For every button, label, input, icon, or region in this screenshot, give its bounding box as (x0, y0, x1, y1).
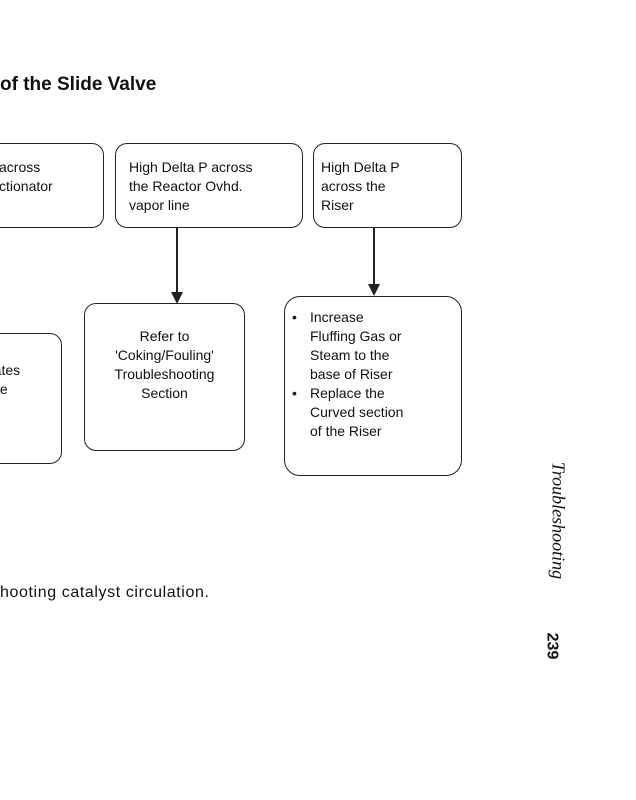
box-text: across the (321, 178, 386, 194)
box-riser-actions: • Increase Fluffing Gas or Steam to the … (284, 296, 462, 476)
box-text: rates (0, 362, 21, 378)
box-text: ide (0, 381, 8, 397)
section-title: of the Slide Valve (0, 74, 157, 95)
box-text: vapor line (129, 197, 190, 213)
figure-caption: hooting catalyst circulation. (0, 584, 210, 601)
box-left-action: rates ide (0, 333, 62, 464)
connector-line (373, 228, 375, 286)
box-text: Increase (310, 309, 364, 325)
box-fractionator-delta-p: across ctionator (0, 143, 104, 228)
box-text: across (0, 159, 41, 175)
box-text: Refer to (139, 328, 190, 344)
box-reactor-ovhd-delta-p: High Delta P across the Reactor Ovhd. va… (115, 143, 303, 228)
box-text: ctionator (0, 178, 53, 194)
arrow-down-icon (171, 292, 183, 304)
box-text: High Delta P across (129, 159, 253, 175)
page-number: 239 (543, 632, 561, 660)
box-text: of the Riser (310, 423, 382, 439)
box-text: High Delta P (321, 159, 400, 175)
connector-line (176, 228, 178, 294)
arrow-down-icon (368, 284, 380, 296)
box-text: 'Coking/Fouling' (115, 347, 214, 363)
box-text: base of Riser (310, 366, 393, 382)
box-text: Fluffing Gas or (310, 328, 402, 344)
box-text: Section (141, 385, 188, 401)
box-riser-delta-p: High Delta P across the Riser (313, 143, 462, 228)
box-text: Curved section (310, 404, 404, 420)
box-text: Steam to the (310, 347, 390, 363)
box-text: the Reactor Ovhd. (129, 178, 243, 194)
box-text: Riser (321, 197, 354, 213)
box-text: Troubleshooting (114, 366, 215, 382)
bullet-icon: • (292, 309, 297, 325)
bullet-icon: • (292, 385, 297, 401)
box-coking-fouling-reference: Refer to 'Coking/Fouling' Troubleshootin… (84, 303, 245, 451)
running-header: Troubleshooting (548, 461, 569, 580)
box-text: Replace the (310, 385, 385, 401)
